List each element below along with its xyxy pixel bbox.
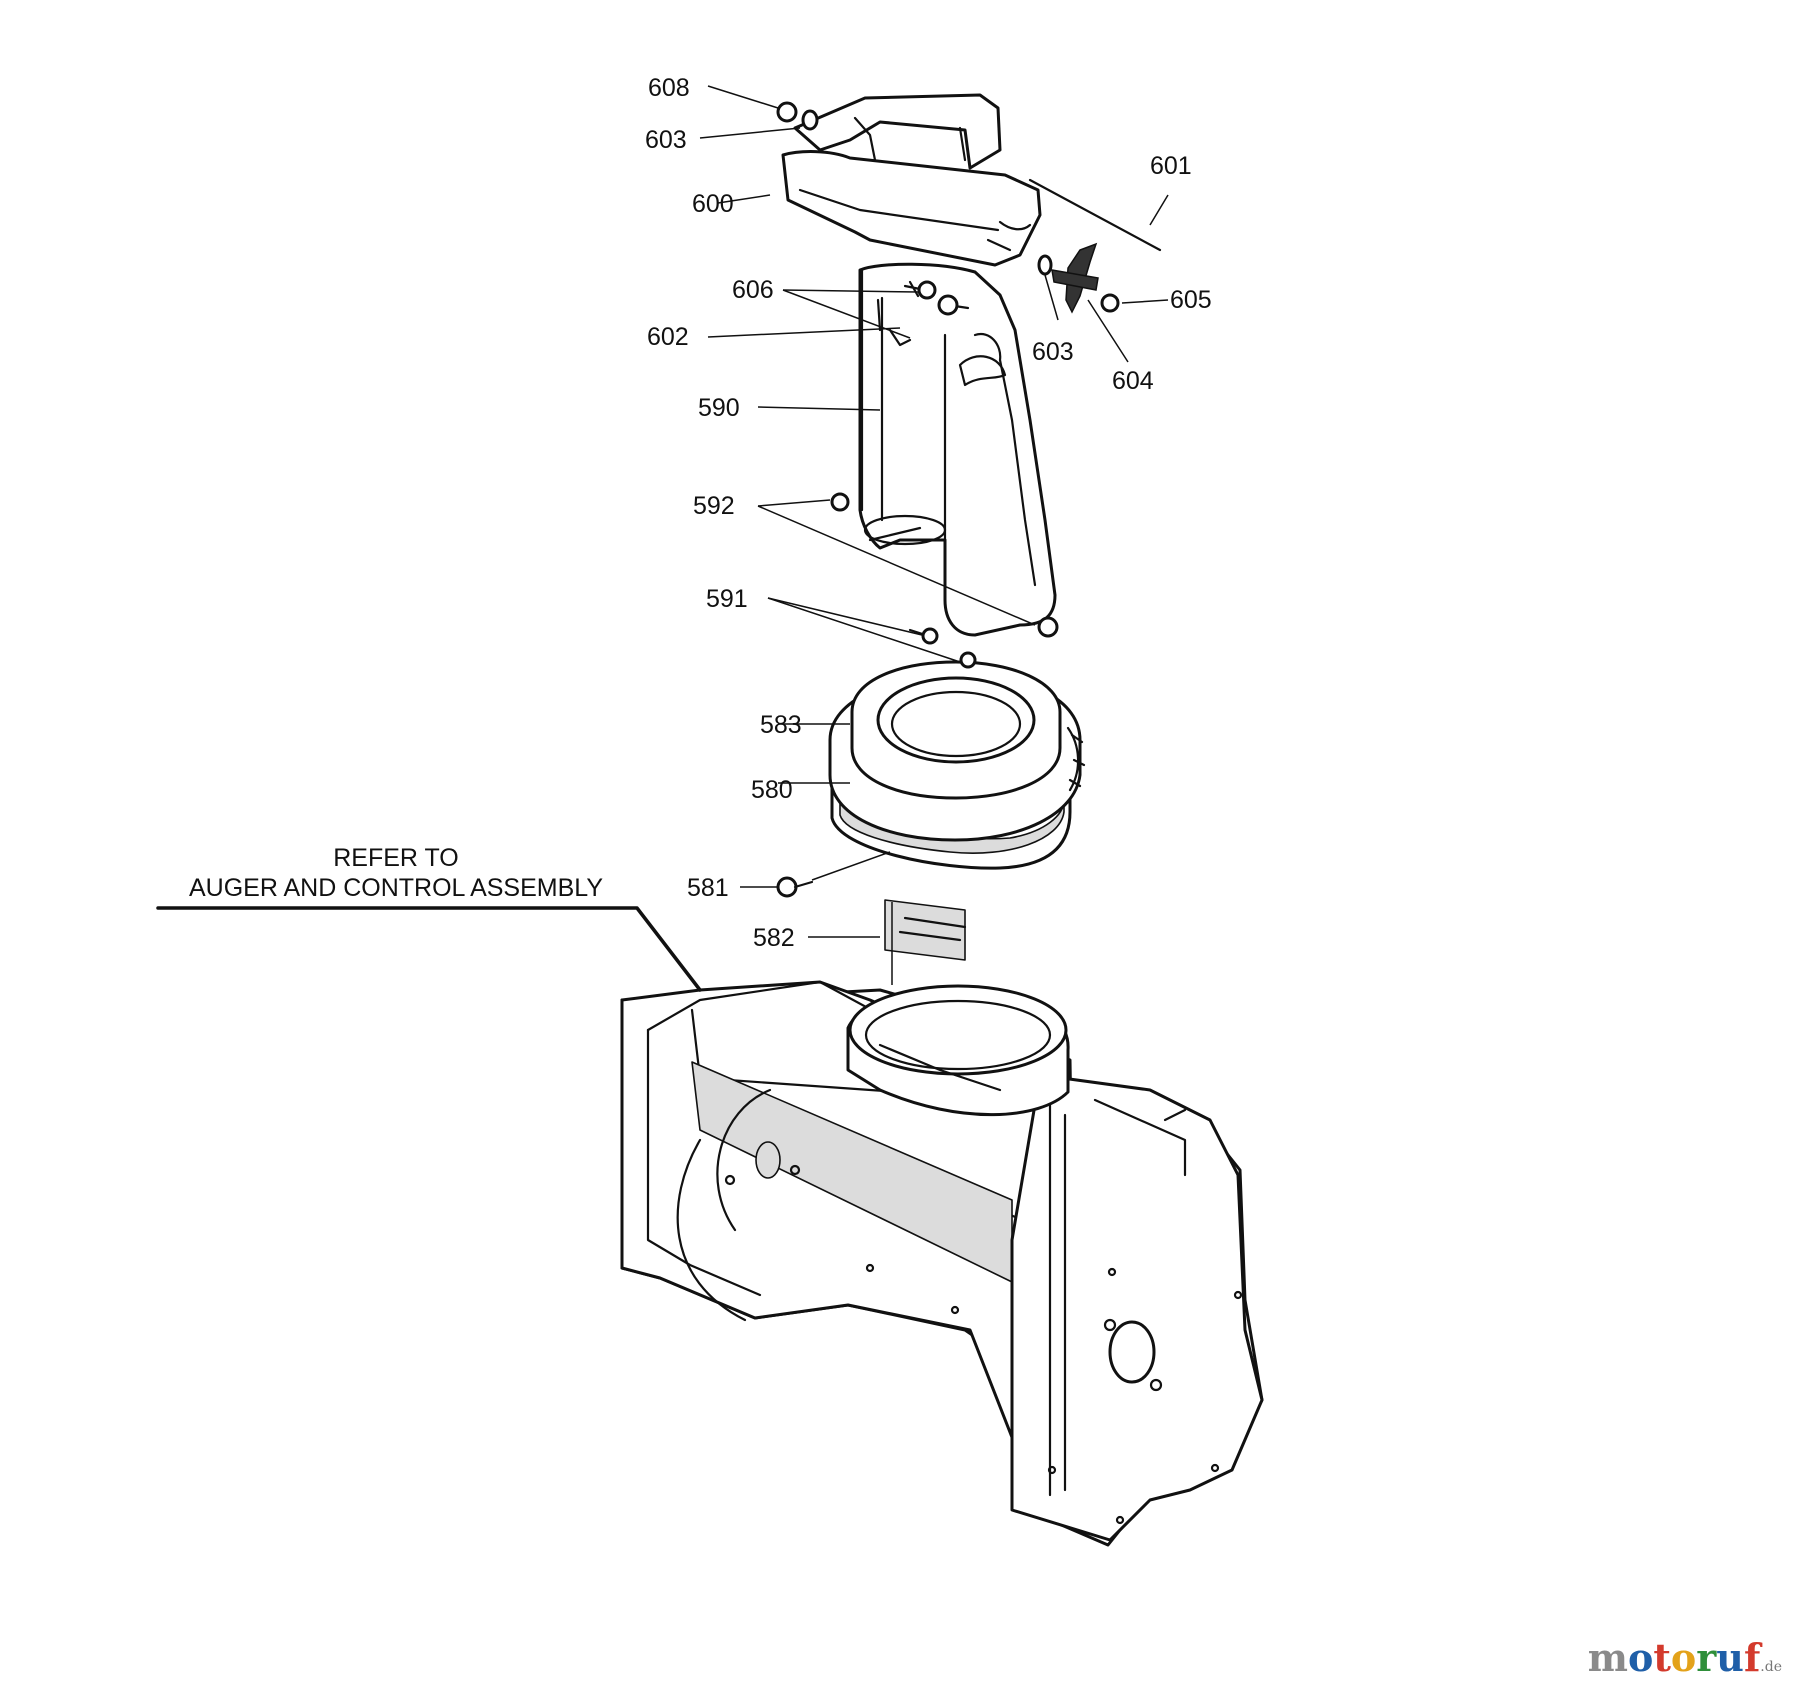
chute-adapter-582: [884, 899, 967, 961]
callout-592: 592: [693, 492, 735, 520]
auger-housing: [620, 980, 1264, 1547]
watermark-suffix: .de: [1760, 1659, 1782, 1675]
callout-581: 581: [687, 874, 729, 902]
callout-606: 606: [732, 276, 774, 304]
callout-604: 604: [1112, 367, 1154, 395]
callout-603-upper: 603: [645, 126, 687, 154]
deflector-600: [781, 93, 1042, 267]
callout-590: 590: [698, 394, 740, 422]
callout-591: 591: [706, 585, 748, 613]
callout-labels: 608 603 600 601 606 605 602 603 604 590 …: [645, 74, 1212, 952]
watermark-letter: f: [1743, 1635, 1761, 1680]
watermark-letter: o: [1670, 1635, 1697, 1680]
watermark-letter: r: [1696, 1635, 1717, 1680]
leader-lines: [699, 85, 1169, 985]
watermark-logo: motoruf.de: [1588, 1635, 1782, 1680]
hardware: [776, 101, 1162, 898]
callout-603-lower: 603: [1032, 338, 1074, 366]
note-leader: [156, 906, 702, 992]
note-line-1: REFER TO: [333, 844, 459, 872]
watermark-letters: motoruf: [1588, 1635, 1761, 1680]
watermark-letter: o: [1627, 1635, 1654, 1680]
bearing-ring-583: [850, 660, 1062, 800]
callout-582: 582: [753, 924, 795, 952]
callout-608: 608: [648, 74, 690, 102]
note-line-2: AUGER AND CONTROL ASSEMBLY: [189, 874, 603, 902]
reference-note: REFER TO AUGER AND CONTROL ASSEMBLY: [189, 844, 603, 902]
watermark-letter: t: [1653, 1635, 1671, 1680]
callout-602: 602: [647, 323, 689, 351]
callout-605: 605: [1170, 286, 1212, 314]
watermark-letter: m: [1587, 1635, 1628, 1680]
callout-600: 600: [692, 190, 734, 218]
callout-580: 580: [751, 776, 793, 804]
watermark-letter: u: [1716, 1635, 1744, 1680]
upper-chute-590: [858, 262, 1057, 637]
callout-601: 601: [1150, 152, 1192, 180]
callout-583: 583: [760, 711, 802, 739]
